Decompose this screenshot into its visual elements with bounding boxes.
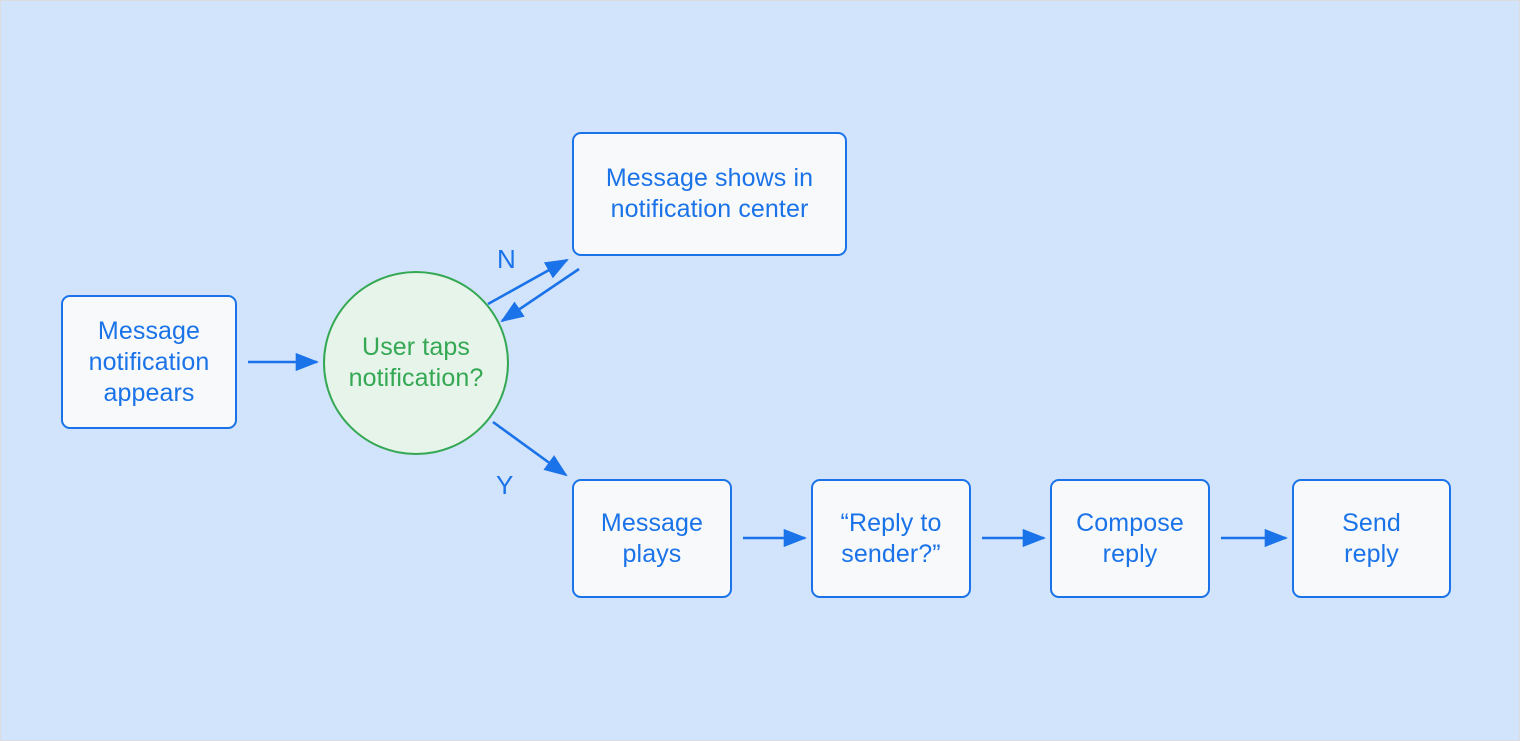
node-label: Message shows in notification center [605, 164, 814, 223]
node-message-notification-appears[interactable]: Message notification appears [61, 295, 237, 429]
branch-label-no: N [497, 244, 516, 274]
node-message-plays[interactable]: Message plays [572, 479, 732, 598]
edge-decision-to-message-plays [492, 420, 568, 477]
node-label: Message plays [600, 508, 704, 568]
node-send-reply[interactable]: Send reply [1292, 479, 1451, 598]
node-label: User taps notification? [348, 333, 484, 392]
node-reply-to-sender[interactable]: “Reply to sender?” [811, 479, 971, 598]
node-label: Send reply [1342, 508, 1401, 568]
node-label: Message notification appears [88, 316, 210, 407]
node-user-taps-notification[interactable]: User taps notification? [323, 271, 509, 455]
node-message-shows-in-notification-center[interactable]: Message shows in notification center [572, 132, 847, 256]
edge-notification-center-to-decision [500, 267, 580, 323]
node-label: “Reply to sender?” [840, 508, 942, 568]
node-compose-reply[interactable]: Compose reply [1050, 479, 1210, 598]
branch-label-yes: Y [496, 470, 514, 500]
node-label: Compose reply [1076, 508, 1184, 568]
